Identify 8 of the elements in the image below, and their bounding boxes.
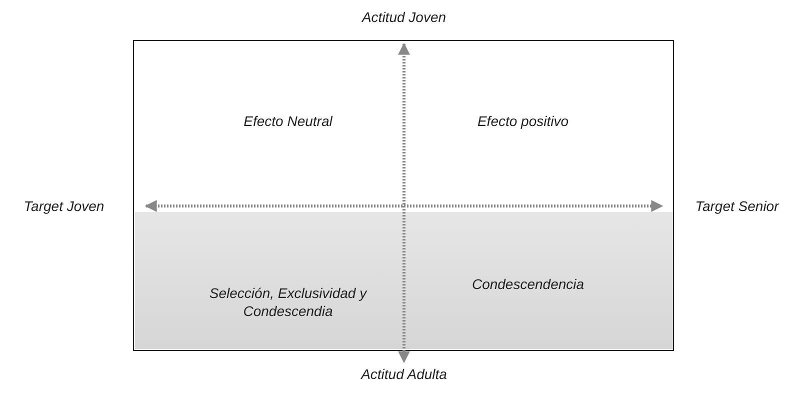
quadrant-label: Selección, Exclusividad y Condescendia: [208, 284, 368, 320]
quadrant-label: Efecto Neutral: [242, 112, 334, 130]
axis-label: Actitud Adulta: [360, 365, 448, 383]
quadrant-label: Condescendencia: [470, 275, 586, 293]
axis-label: Target Senior: [694, 197, 780, 215]
quadrant-label: Efecto positivo: [476, 112, 570, 130]
axis-label: Target Joven: [22, 197, 106, 215]
axis-label: Actitud Joven: [360, 8, 448, 26]
